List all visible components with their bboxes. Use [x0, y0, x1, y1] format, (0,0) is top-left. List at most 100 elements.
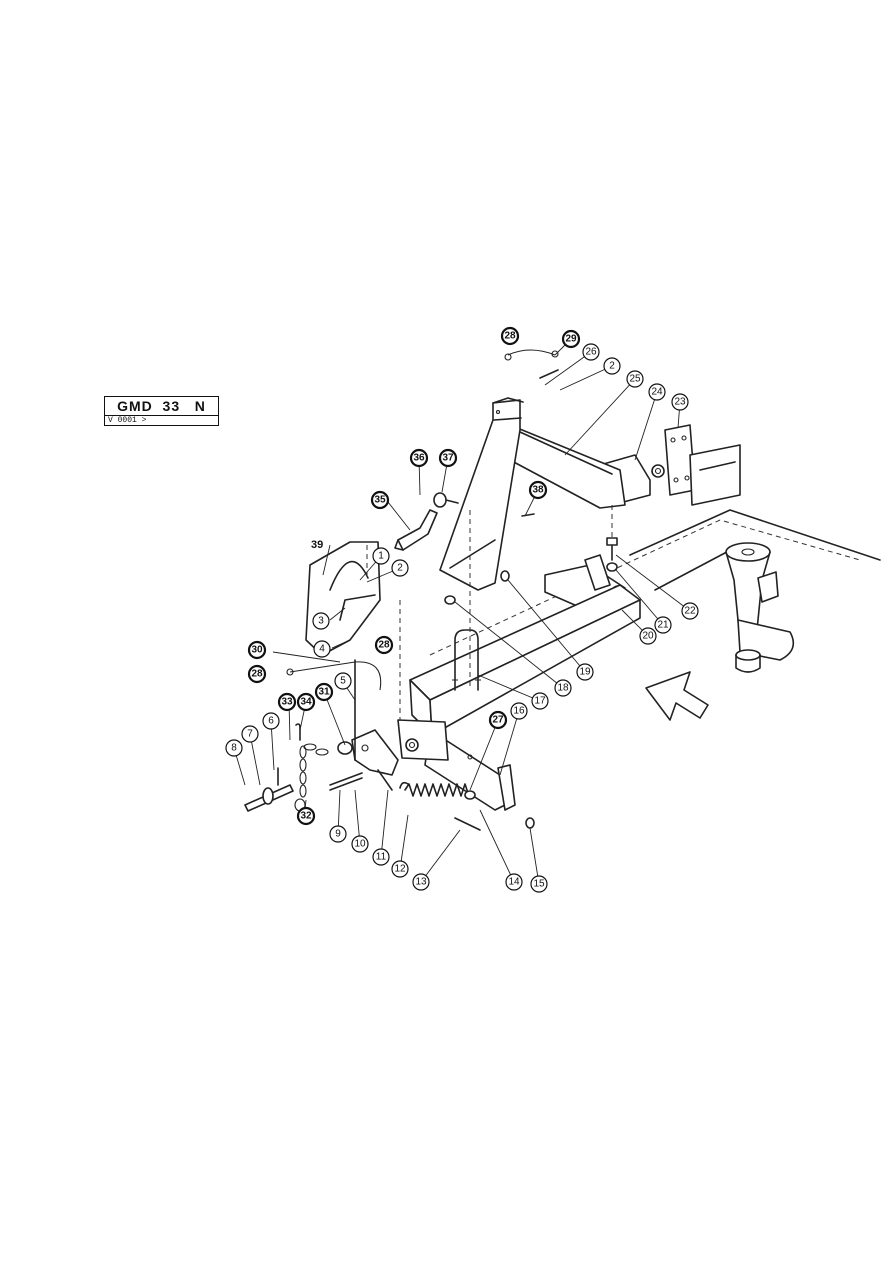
callout-21: 21: [654, 616, 672, 634]
svg-text:17: 17: [534, 696, 546, 707]
svg-text:37: 37: [442, 453, 454, 464]
callout-8: 8: [225, 739, 243, 757]
callout-15: 15: [530, 875, 548, 893]
svg-text:12: 12: [394, 864, 406, 875]
callout-11: 11: [372, 848, 390, 866]
callout-28-top: 28: [500, 326, 520, 346]
svg-text:23: 23: [674, 397, 686, 408]
bolts-and-nuts: [277, 369, 618, 831]
svg-text:25: 25: [629, 374, 641, 385]
svg-text:9: 9: [335, 829, 341, 840]
callout-17: 17: [531, 692, 549, 710]
callout-29: 29: [561, 329, 581, 349]
callout-36: 36: [409, 448, 429, 468]
callout-24: 24: [648, 383, 666, 401]
vertical-post: [439, 397, 524, 591]
svg-text:22: 22: [684, 606, 696, 617]
callout-20: 20: [639, 627, 657, 645]
callout-23: 23: [671, 393, 689, 411]
latch-lever: [351, 729, 399, 791]
callout-28-right: 28: [374, 635, 394, 655]
svg-text:6: 6: [268, 716, 274, 727]
direction-arrow: [645, 671, 709, 721]
svg-text:30: 30: [251, 645, 263, 656]
callout-9: 9: [329, 825, 347, 843]
callout-2-top: 2: [603, 357, 621, 375]
callout-12: 12: [391, 860, 409, 878]
svg-text:34: 34: [300, 697, 312, 708]
callout-19: 19: [576, 663, 594, 681]
callout-22: 22: [681, 602, 699, 620]
svg-text:21: 21: [657, 620, 669, 631]
side-shield-panel: [305, 541, 381, 656]
svg-text:2: 2: [397, 563, 403, 574]
adjusting-knob: [433, 492, 459, 508]
safety-chain: [294, 743, 329, 812]
u-bolt: [452, 629, 481, 691]
model-identification-box: GMD 33 N V 0001 >: [104, 396, 219, 426]
model-code: GMD 33 N: [105, 397, 218, 416]
svg-text:3: 3: [318, 616, 324, 627]
callout-6: 6: [262, 712, 280, 730]
callout-18: 18: [554, 679, 572, 697]
svg-text:18: 18: [557, 683, 569, 694]
svg-text:15: 15: [533, 879, 545, 890]
svg-text:38: 38: [532, 485, 544, 496]
handle-lever: [394, 509, 438, 551]
svg-text:36: 36: [413, 453, 425, 464]
callout-35: 35: [370, 490, 390, 510]
callout-7: 7: [241, 725, 259, 743]
callout-2-left: 2: [391, 559, 409, 577]
svg-text:11: 11: [376, 852, 387, 863]
callout-13: 13: [412, 873, 430, 891]
svg-text:32: 32: [300, 811, 312, 822]
callout-30: 30: [247, 640, 267, 660]
svg-text:4: 4: [319, 644, 325, 655]
version-range: V 0001 >: [108, 416, 147, 425]
mounting-plate: [664, 424, 741, 506]
callout-5: 5: [334, 672, 352, 690]
left-mounting-plate: [397, 719, 449, 761]
callout-32: 32: [296, 806, 316, 826]
callout-31: 31: [314, 682, 334, 702]
hitch-pin: [244, 784, 294, 812]
tension-spring: [399, 781, 470, 797]
svg-text:28: 28: [251, 669, 263, 680]
label-39: 39: [311, 539, 323, 551]
callout-4: 4: [313, 640, 331, 658]
upper-cable: [504, 349, 559, 361]
callout-33: 33: [277, 692, 297, 712]
svg-text:26: 26: [585, 347, 597, 358]
callout-10: 10: [351, 835, 369, 853]
svg-text:19: 19: [579, 667, 591, 678]
svg-text:1: 1: [378, 551, 384, 562]
svg-text:28: 28: [504, 331, 516, 342]
svg-text:5: 5: [340, 676, 346, 687]
svg-text:35: 35: [374, 495, 386, 506]
svg-text:27: 27: [492, 715, 504, 726]
callout-14: 14: [505, 873, 523, 891]
svg-text:10: 10: [354, 839, 366, 850]
svg-text:29: 29: [565, 334, 577, 345]
svg-text:31: 31: [318, 687, 330, 698]
callout-16: 16: [510, 702, 528, 720]
callout-3: 3: [312, 612, 330, 630]
callout-34: 34: [296, 692, 316, 712]
svg-text:14: 14: [508, 877, 520, 888]
callout-26: 26: [582, 343, 600, 361]
svg-text:24: 24: [651, 387, 663, 398]
callout-27: 27: [488, 710, 508, 730]
svg-text:13: 13: [415, 877, 427, 888]
callout-37: 37: [438, 448, 458, 468]
svg-text:7: 7: [247, 729, 253, 740]
long-pin: [329, 772, 363, 791]
svg-text:16: 16: [513, 706, 525, 717]
lower-cable: [286, 661, 382, 691]
king-post-assembly: [725, 542, 795, 673]
svg-text:2: 2: [609, 361, 615, 372]
callout-38: 38: [528, 480, 548, 500]
upper-boom-arm: [509, 424, 626, 509]
callout-28-left: 28: [247, 664, 267, 684]
callout-1: 1: [372, 547, 390, 565]
